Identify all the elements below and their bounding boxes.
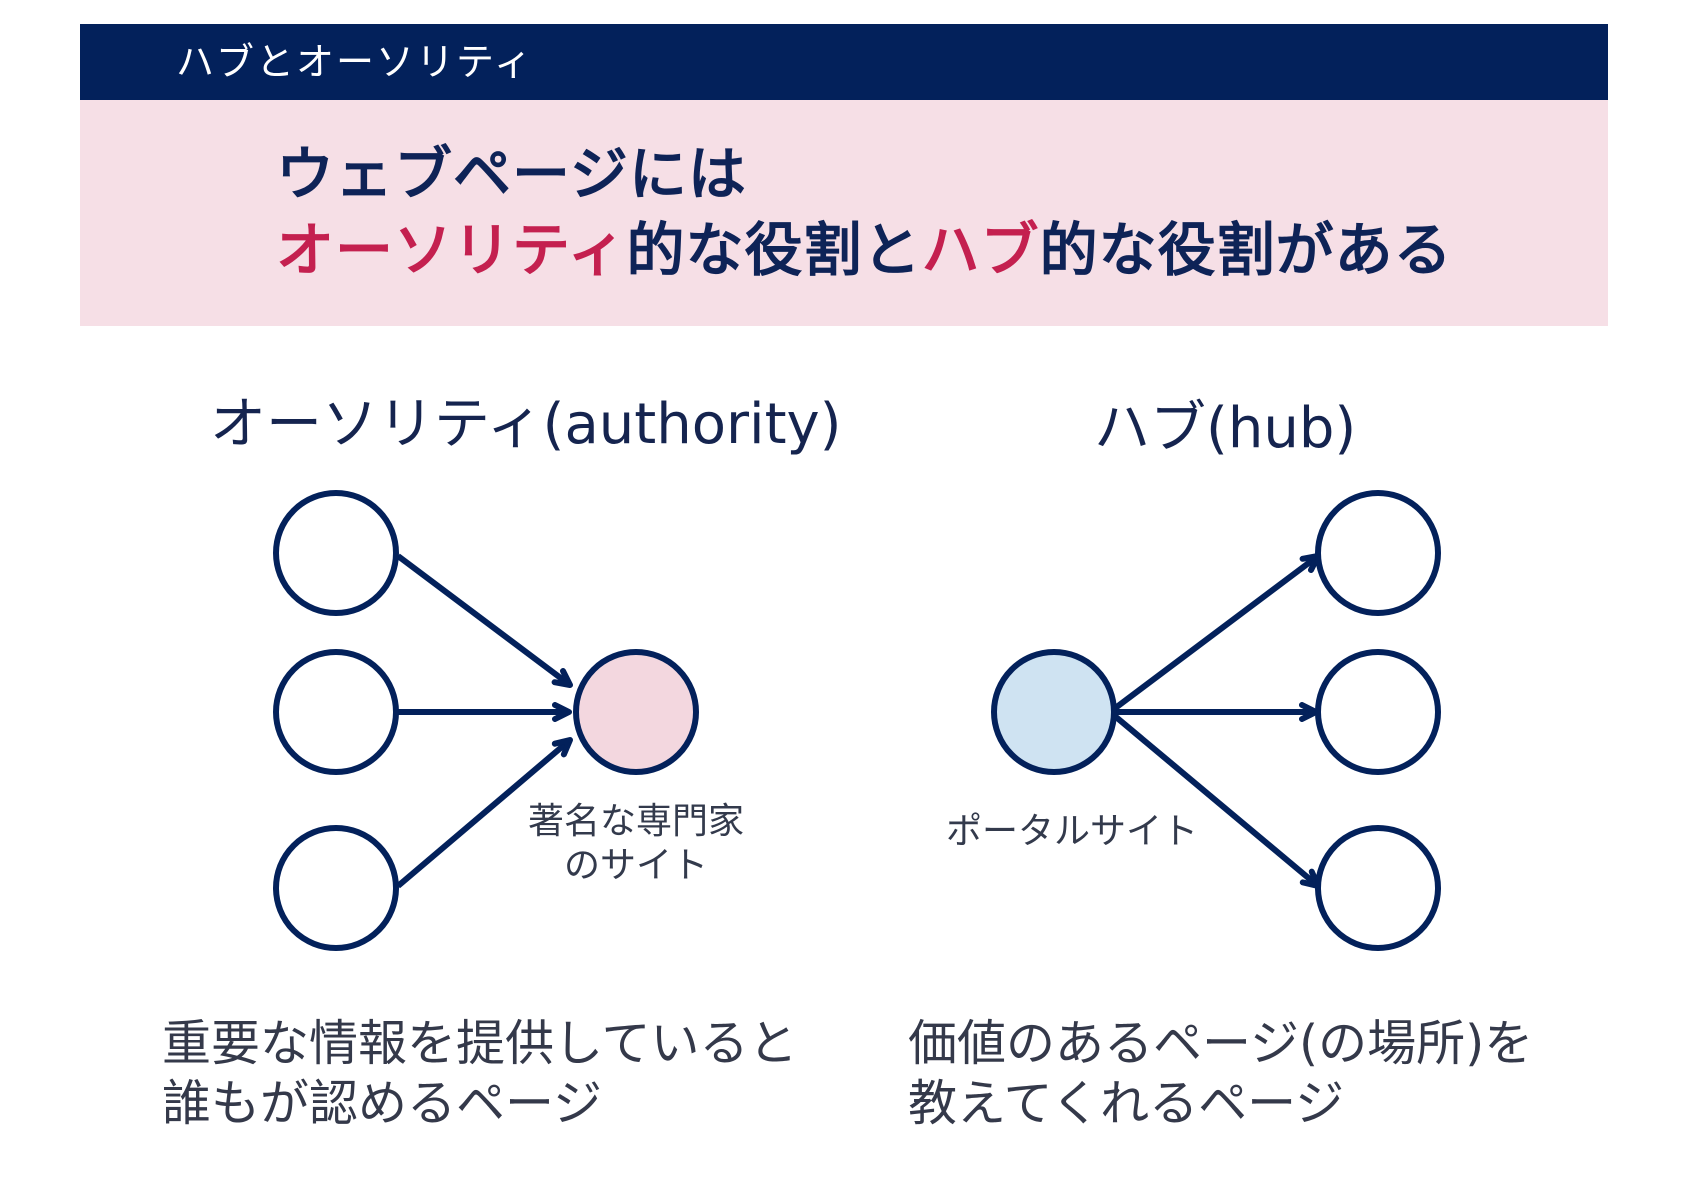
authority-center-node bbox=[573, 649, 699, 775]
authority-center-caption-line-2: のサイト bbox=[563, 845, 708, 886]
header-bar: ハブとオーソリティ bbox=[80, 24, 1608, 100]
headline-middle: 的な役割と bbox=[626, 216, 922, 284]
authority-term: オーソリティ bbox=[276, 216, 627, 284]
hub-target-node-bottom bbox=[1315, 825, 1441, 951]
authority-description-line-1: 重要な情報を提供していると bbox=[162, 1015, 798, 1072]
hub-target-node-middle bbox=[1315, 649, 1441, 775]
hub-target-node-top bbox=[1315, 490, 1441, 616]
authority-center-caption-line-1: 著名な専門家 bbox=[527, 801, 744, 842]
header-title: ハブとオーソリティ bbox=[176, 40, 534, 84]
hub-term: ハブ bbox=[921, 216, 1040, 284]
authority-title: オーソリティ(authority) bbox=[210, 392, 842, 457]
authority-edge-bottom bbox=[396, 737, 573, 889]
hub-description-line-2: 教えてくれるページ bbox=[908, 1075, 1345, 1132]
authority-nodes bbox=[273, 490, 699, 951]
hub-nodes bbox=[991, 490, 1441, 951]
headline-line-2: オーソリティ的な役割とハブ的な役割がある bbox=[276, 214, 1453, 286]
headline-end: 的な役割がある bbox=[1039, 216, 1453, 284]
authority-edge-top bbox=[396, 553, 573, 688]
authority-description: 重要な情報を提供していると 誰もが認めるページ bbox=[162, 1014, 798, 1134]
headline-line-1: ウェブページには bbox=[276, 140, 747, 208]
hub-center-caption: ポータルサイト bbox=[945, 811, 1198, 852]
hub-edges bbox=[1108, 553, 1321, 889]
hub-title: ハブ(hub) bbox=[1094, 396, 1357, 461]
hub-edge-top bbox=[1108, 553, 1321, 715]
authority-center-caption: 著名な専門家 のサイト bbox=[516, 800, 756, 888]
hub-center-node bbox=[991, 649, 1117, 775]
authority-source-node-middle bbox=[273, 649, 399, 775]
hub-description: 価値のあるページ(の場所)を 教えてくれるページ bbox=[908, 1014, 1533, 1134]
hub-edge-bottom bbox=[1108, 709, 1321, 889]
authority-source-node-bottom bbox=[273, 825, 399, 951]
hub-description-line-1: 価値のあるページ(の場所)を bbox=[908, 1015, 1534, 1072]
authority-edges bbox=[396, 553, 573, 889]
authority-source-node-top bbox=[273, 490, 399, 616]
authority-description-line-2: 誰もが認めるページ bbox=[162, 1075, 603, 1132]
headline-banner: ウェブページには オーソリティ的な役割とハブ的な役割がある bbox=[80, 100, 1608, 326]
